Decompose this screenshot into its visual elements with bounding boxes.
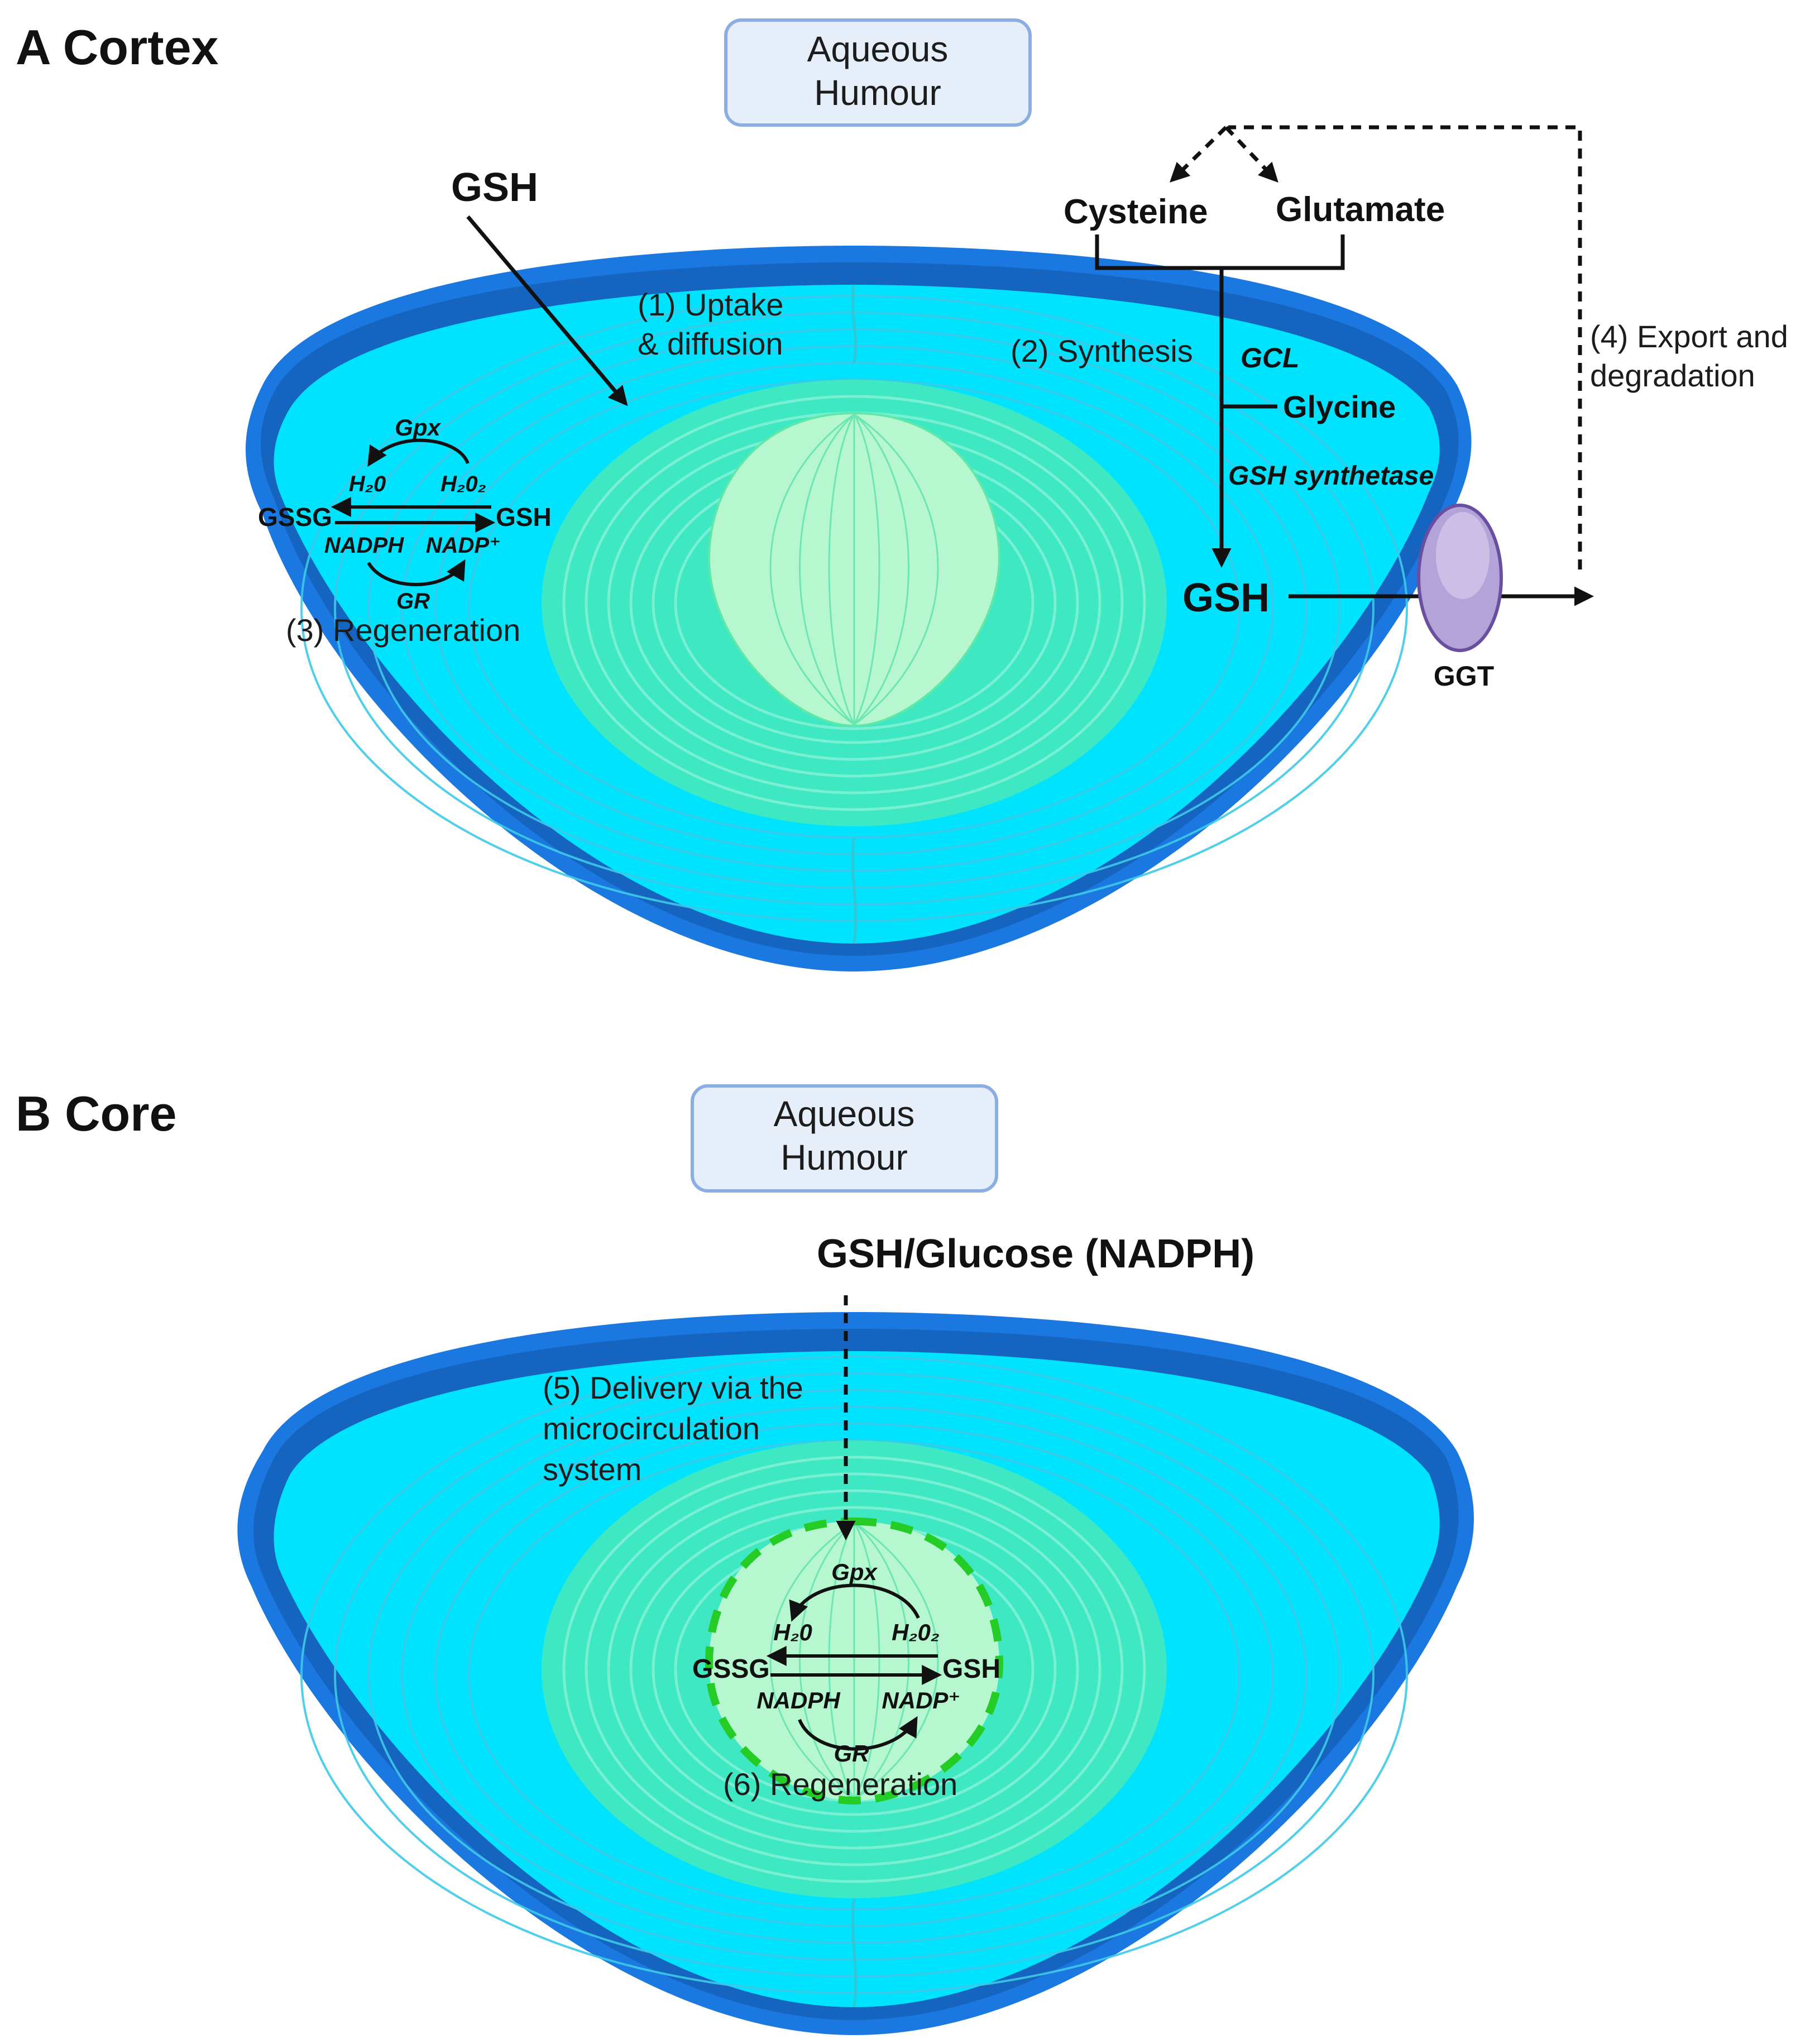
panel-a-aqueous-line2: Humour (814, 73, 941, 113)
panel-b-input: GSH/Glucose (NADPH) (817, 1232, 1254, 1276)
panel-a-cysteine: Cysteine (1064, 193, 1208, 231)
panel-a-glutamate: Glutamate (1276, 190, 1445, 229)
panel-a-aqueous-humour-box: Aqueous Humour (724, 18, 1032, 127)
panel-a-ggt-highlight (1436, 512, 1490, 599)
panel-a-nucleus-meridians (769, 413, 939, 726)
panel-a-cycle-gpx: Gpx (395, 414, 441, 441)
panel-b-suture-line (851, 1898, 858, 2008)
panel-b-cycle-gpx: Gpx (831, 1559, 878, 1585)
panel-a-gsh-synthetase: GSH synthetase (1228, 461, 1434, 491)
panel-a-dashed-to-cysteine (1169, 126, 1228, 183)
panel-b-step6: (6) Regeneration (723, 1767, 957, 1802)
panel-a-lens (246, 246, 1472, 971)
panel-b-aqueous-line1: Aqueous (774, 1094, 915, 1134)
panel-a-cycle-nadph: NADPH (324, 533, 404, 558)
panel-b-aqueous-humour-box: Aqueous Humour (691, 1084, 998, 1193)
panel-b-step5-line2: microcirculation (543, 1411, 760, 1446)
panel-b-regeneration-cycle: Gpx H₂0 H₂0₂ GSSG GSH NADPH NADP⁺ GR (692, 1559, 1000, 1767)
panel-a-uptake-arrow (466, 215, 628, 406)
panel-b-aqueous-line2: Humour (780, 1137, 908, 1177)
panel-a-gcl: GCL (1241, 342, 1300, 374)
panel-a-step4-line2: degradation (1590, 358, 1755, 393)
panel-b-cycle-gssg: GSSG (692, 1654, 770, 1684)
panel-a-aqueous-line1: Aqueous (807, 29, 949, 69)
panel-a-cycle-h2o2: H₂0₂ (440, 472, 486, 496)
panel-a-cycle-gr: GR (396, 589, 430, 614)
panel-b-title: B Core (16, 1086, 177, 1141)
panel-a: A Cortex Aqueous Humour (16, 18, 1788, 971)
panel-b-gpx-arc (789, 1583, 920, 1622)
panel-b-cycle-gsh: GSH (942, 1654, 1000, 1684)
panel-a-fiber-rings (562, 395, 1146, 811)
panel-a-cycle-gsh: GSH (496, 502, 552, 532)
panel-b-cycle-nadph: NADPH (756, 1687, 841, 1713)
panel-a-step2: (2) Synthesis (1011, 333, 1193, 368)
panel-a-dashed-to-glutamate (1224, 126, 1278, 183)
panel-a-cycle-h2o: H₂0 (349, 472, 386, 496)
panel-a-ggt-label: GGT (1434, 660, 1494, 692)
panel-b-cycle-gr: GR (834, 1740, 870, 1767)
panel-a-step3: (3) Regeneration (286, 612, 520, 648)
panel-a-step4-line1: (4) Export and (1590, 319, 1788, 354)
panel-b-nucleus-dashed-ring (705, 1517, 1004, 1805)
panel-a-gsh-product: GSH (1182, 576, 1270, 620)
panel-b-cycle-nadp: NADP⁺ (882, 1687, 960, 1713)
panel-b-cycle-h2o: H₂0 (773, 1619, 812, 1645)
panel-a-title: A Cortex (16, 20, 219, 75)
panel-b-nucleus-meridians (769, 1521, 939, 1801)
panel-a-suture-line (851, 284, 858, 944)
panel-a-cycle-nadp: NADP⁺ (426, 533, 501, 558)
panel-b-step5-line1: (5) Delivery via the (543, 1370, 803, 1405)
panel-b-cycle-h2o2: H₂0₂ (892, 1619, 940, 1645)
panel-b-gr-arc (798, 1716, 918, 1751)
panel-b: B Core Aqueous Humour GSH/Glucose (NADPH… (16, 1084, 1474, 2035)
panel-a-gr-arc (367, 559, 466, 586)
panel-a-step1-line1: (1) Uptake (638, 287, 783, 322)
panel-a-glycine: Glycine (1283, 389, 1396, 424)
panel-a-gpx-arc (367, 438, 470, 467)
panel-a-gsh-input: GSH (451, 165, 538, 210)
panel-a-degradation-dashed-path (1228, 125, 1582, 569)
panel-a-step1-line2: & diffusion (638, 326, 783, 361)
panel-a-regeneration-cycle: Gpx H₂0 H₂0₂ GSSG GSH NADPH NADP⁺ GR (258, 414, 552, 614)
panel-b-step5-line3: system (543, 1452, 641, 1487)
panel-a-cycle-gssg: GSSG (258, 502, 332, 532)
